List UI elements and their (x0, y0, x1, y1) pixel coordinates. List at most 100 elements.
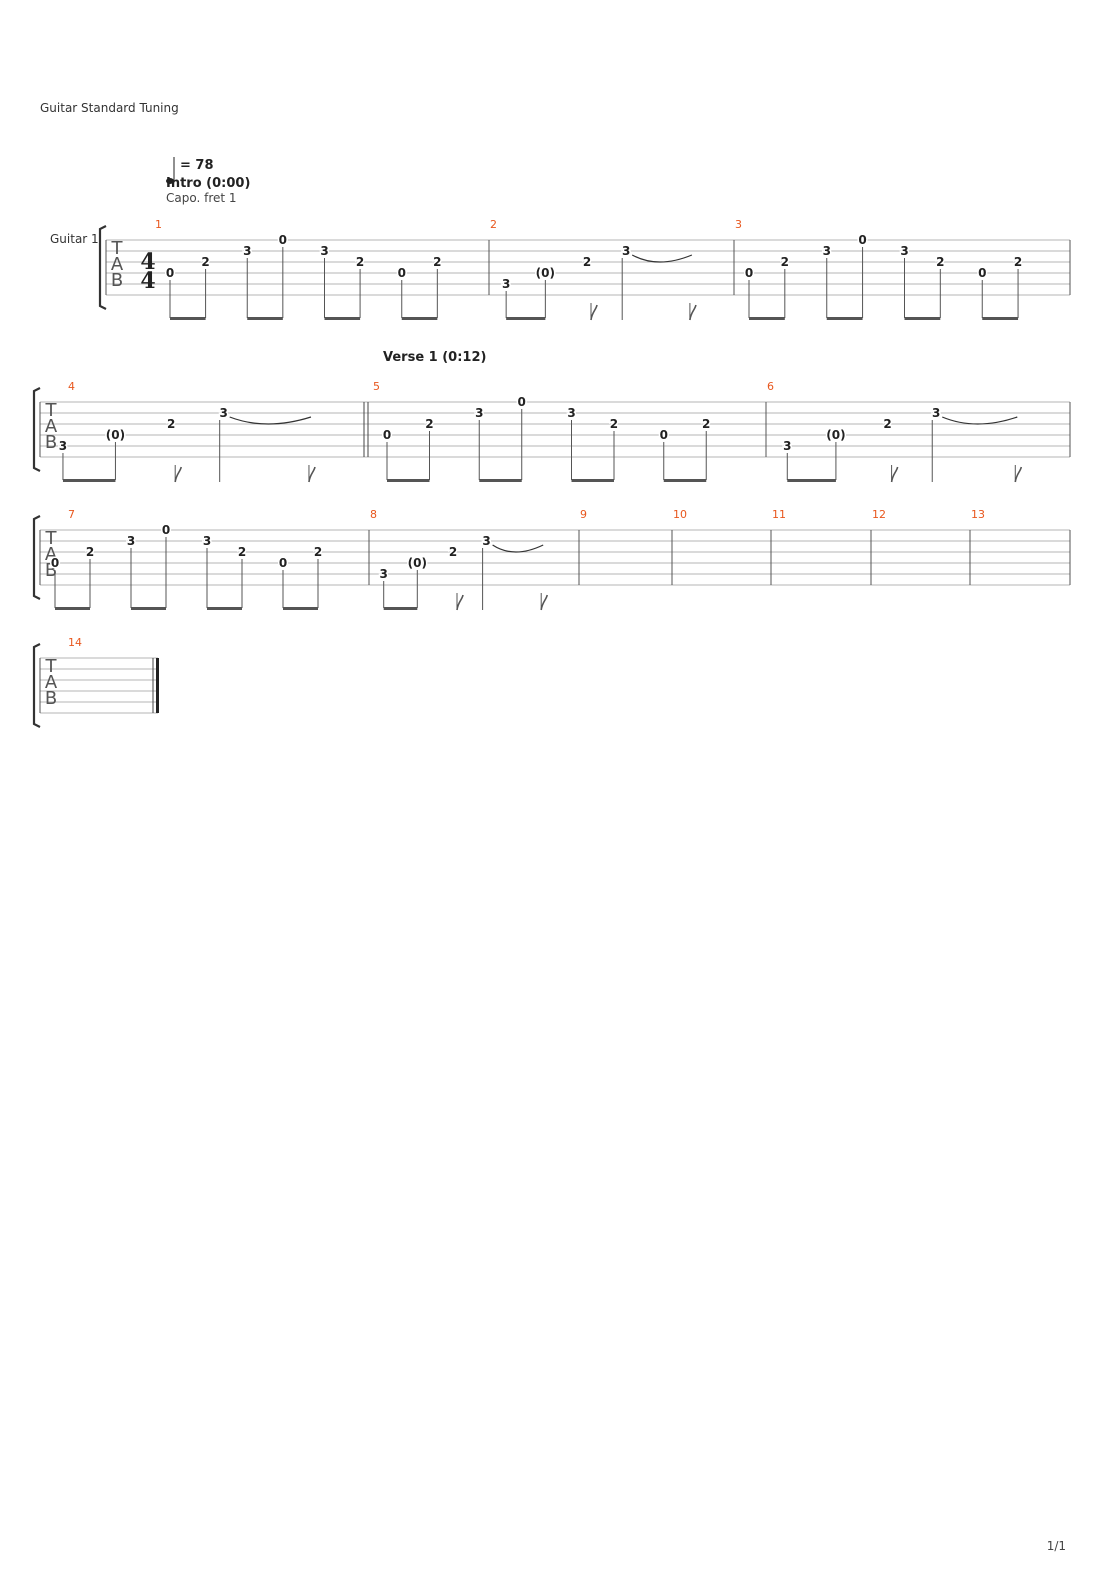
fret-number: (0) (408, 556, 427, 570)
measure-number: 2 (490, 218, 497, 231)
fret-number: 0 (279, 556, 287, 570)
measure-number: 3 (735, 218, 742, 231)
fret-number: 0 (51, 556, 59, 570)
fret-number: 2 (425, 417, 433, 431)
note-beam (324, 317, 361, 320)
fret-number: 0 (978, 266, 986, 280)
note-flag (1014, 466, 1023, 483)
tie-arc (229, 416, 312, 425)
fret-number: 3 (502, 277, 510, 291)
note-beam (131, 607, 167, 610)
tab-clef-letter: T (45, 400, 58, 421)
tab-clef-letter: B (111, 270, 123, 291)
note-beam (387, 479, 430, 482)
measure-number: 14 (68, 636, 82, 649)
note-beam (247, 317, 283, 320)
tempo-value: = 78 (180, 158, 214, 173)
fret-number: 3 (243, 244, 251, 258)
tie-arc (492, 544, 544, 553)
note-beam (749, 317, 785, 320)
note-flag (590, 304, 598, 321)
fret-number: 3 (59, 439, 67, 453)
measure-number: 12 (872, 508, 886, 521)
fret-number: 0 (166, 266, 174, 280)
fret-number: 0 (162, 523, 170, 537)
fret-number: 2 (936, 255, 944, 269)
tie-arc (631, 254, 693, 263)
fret-number: 0 (660, 428, 668, 442)
fret-number: 2 (702, 417, 710, 431)
fret-number: 2 (781, 255, 789, 269)
fret-number: 2 (167, 417, 175, 431)
time-signature-top: 4 (140, 249, 155, 275)
measure-number: 4 (68, 380, 75, 393)
measure-number: 9 (580, 508, 587, 521)
fret-number: 2 (433, 255, 441, 269)
note-beam (904, 317, 941, 320)
note-beam (479, 479, 522, 482)
tab-clef-letter: T (111, 238, 124, 259)
fret-number: (0) (536, 266, 555, 280)
fret-number: 0 (518, 395, 526, 409)
page-number: 1/1 (1046, 1539, 1066, 1553)
fret-number: (0) (106, 428, 125, 442)
fret-number: 2 (583, 255, 591, 269)
tie-arc (942, 416, 1018, 425)
system-bracket (32, 515, 41, 600)
tab-clef-letter: B (45, 432, 57, 453)
system-bracket (32, 387, 41, 472)
note-beam (62, 479, 116, 482)
measure-number: 10 (673, 508, 687, 521)
fret-number: 3 (320, 244, 328, 258)
fret-number: 3 (900, 244, 908, 258)
system-bracket (98, 225, 107, 310)
fret-number: 3 (127, 534, 135, 548)
note-beam (401, 317, 438, 320)
fret-number: 2 (610, 417, 618, 431)
fret-number: 3 (567, 406, 575, 420)
note-beam (283, 607, 319, 610)
fret-number: 2 (883, 417, 891, 431)
measure-number: 5 (373, 380, 380, 393)
note-beam (826, 317, 863, 320)
note-flag (174, 466, 182, 483)
fret-number: 2 (86, 545, 94, 559)
fret-number: 2 (1014, 255, 1022, 269)
fret-number: 0 (279, 233, 287, 247)
fret-number: 0 (858, 233, 866, 247)
note-beam (571, 479, 614, 482)
note-beam (663, 479, 707, 482)
note-flag (308, 466, 316, 483)
fret-number: 3 (482, 534, 490, 548)
note-flag (540, 594, 548, 611)
measure-number: 11 (772, 508, 786, 521)
tab-clef-letter: T (45, 656, 58, 677)
fret-number: 3 (203, 534, 211, 548)
measure-number: 7 (68, 508, 75, 521)
fret-number: 2 (314, 545, 322, 559)
note-beam (383, 607, 418, 610)
fret-number: 2 (356, 255, 364, 269)
track-name: Guitar 1 (50, 232, 99, 246)
measure-number: 6 (767, 380, 774, 393)
section-label: Intro (0:00) (166, 176, 250, 191)
capo-label: Capo. fret 1 (166, 191, 237, 205)
note-beam (787, 479, 836, 482)
measure-number: 1 (155, 218, 162, 231)
fret-number: (0) (826, 428, 845, 442)
fret-number: 3 (622, 244, 630, 258)
note-beam (55, 607, 91, 610)
fret-number: 3 (783, 439, 791, 453)
fret-number: 3 (380, 567, 388, 581)
note-beam (170, 317, 206, 320)
measure-number: 8 (370, 508, 377, 521)
tab-clef-letter: A (45, 416, 58, 437)
section-label: Verse 1 (0:12) (383, 350, 486, 365)
note-beam (982, 317, 1019, 320)
tab-clef-letter: A (45, 672, 58, 693)
tab-clef-letter: T (45, 528, 58, 549)
final-barline (156, 658, 159, 713)
fret-number: 3 (220, 406, 228, 420)
time-signature-bottom: 4 (140, 268, 155, 294)
